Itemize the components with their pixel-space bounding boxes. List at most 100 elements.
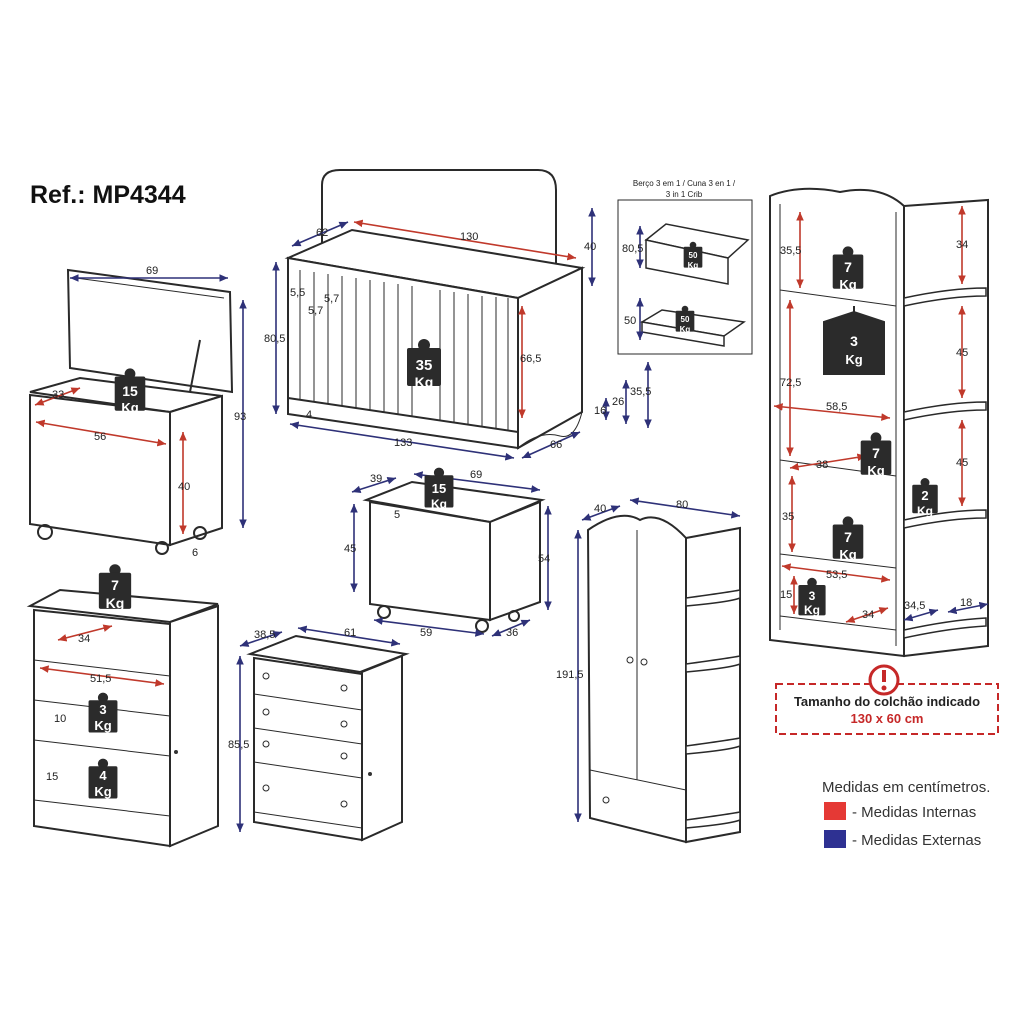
weight-icon-side-shelf: 2 Kg: [912, 478, 938, 518]
inset-subtitle: 3 in 1 Crib: [666, 190, 703, 199]
crib-slat-b: 5,7: [308, 305, 323, 317]
bookcase-dim-h2: 72,5: [780, 377, 801, 389]
inset-height-1: 80,5: [622, 243, 643, 255]
weight-icon-shelf-top: 7 Kg: [832, 246, 864, 292]
toy-chest-inner-depth: 33: [52, 389, 64, 401]
bookcase-dim-w3: 53,5: [826, 569, 847, 581]
bookcase-side-1: 34: [956, 239, 968, 251]
weight-icon-drawer: 3 Kg: [798, 577, 826, 617]
svg-text:7: 7: [844, 529, 852, 545]
dresser-bottom-height: 15: [46, 771, 58, 783]
svg-text:15: 15: [122, 383, 138, 399]
wardrobe-height: 191,5: [556, 669, 584, 681]
legend-internal: - Medidas Internas: [852, 804, 976, 821]
svg-text:Kg: Kg: [867, 463, 884, 478]
crib: 62 130 40 5,5 5,7 5,7 80,5 66,5 4 133 66…: [264, 169, 652, 461]
crib-depth: 62: [316, 227, 328, 239]
cart-inner-height: 45: [344, 543, 356, 555]
toy-chest-foot: 6: [192, 547, 198, 559]
crib-slat-a: 5,5: [290, 287, 305, 299]
svg-text:Kg: Kg: [839, 547, 856, 562]
crib-3in1-inset: Berço 3 em 1 / Cuna 3 en 1 / 3 in 1 Crib…: [617, 179, 753, 355]
bookcase-dim-d: 34: [862, 609, 874, 621]
weight-icon-shelf-low: 7 Kg: [832, 516, 864, 562]
crib-slat-c: 5,7: [324, 293, 339, 305]
crib-dim-c: 16: [594, 405, 606, 417]
toy-chest-width: 69: [146, 265, 158, 277]
weight-icon-toy-chest: 15 Kg: [114, 368, 146, 415]
bookcase-dim-w2: 38: [816, 459, 828, 471]
chest-depth: 38,5: [254, 629, 275, 641]
mattress-title: Tamanho do colchão indicado: [794, 694, 980, 709]
dresser-drawer-height: 10: [54, 713, 66, 725]
svg-text:Kg: Kg: [680, 325, 691, 334]
svg-text:Kg: Kg: [121, 400, 138, 415]
bookcase-dim-d2: 34,5: [904, 600, 925, 612]
warning-icon: [868, 664, 900, 696]
svg-text:50: 50: [681, 315, 690, 324]
tall-shelf-unit: 35,5 72,5 58,5 38 35 53,5 15 34 34,5 34 …: [769, 187, 989, 658]
chest-width: 61: [344, 627, 356, 639]
cart-height: 54: [538, 553, 550, 565]
inset-title: Berço 3 em 1 / Cuna 3 en 1 /: [633, 179, 736, 188]
toy-chest-inner-width: 56: [94, 431, 106, 443]
crib-side-depth: 66: [550, 439, 562, 451]
cart-inner-width: 59: [420, 627, 432, 639]
toy-chest-inner-height: 40: [178, 481, 190, 493]
cart-depth-2: 36: [506, 627, 518, 639]
bookcase-dim-w1: 58,5: [826, 401, 847, 413]
crib-inner-width: 130: [460, 231, 478, 243]
weight-icon-hanger: 3 Kg: [823, 306, 885, 375]
svg-text:Kg: Kg: [839, 277, 856, 292]
svg-text:Kg: Kg: [106, 595, 125, 611]
crib-top-height: 40: [584, 241, 596, 253]
toy-chest: 69 93 33 56 40 6 15 Kg: [29, 265, 247, 559]
weight-icon-inset-1: 50 Kg: [683, 241, 703, 270]
legend-external: - Medidas Externas: [852, 832, 981, 849]
weight-icon-dresser-drawer-2: 4 Kg: [88, 758, 118, 799]
svg-text:Kg: Kg: [94, 784, 111, 799]
crib-inner-height: 66,5: [520, 353, 541, 365]
bookcase-dim-h4: 15: [780, 589, 792, 601]
svg-text:3: 3: [809, 589, 816, 603]
svg-text:35: 35: [416, 357, 433, 374]
rolling-cart: 39 69 5 45 54 59 36 15 Kg: [344, 467, 552, 639]
svg-text:7: 7: [844, 259, 852, 275]
svg-text:Kg: Kg: [688, 261, 699, 270]
bookcase-side-4: 18: [960, 597, 972, 609]
crib-slats: [299, 270, 509, 430]
wardrobe-depth: 40: [594, 503, 606, 515]
legend-swatch-external: [824, 830, 846, 848]
svg-text:2: 2: [921, 488, 928, 503]
weight-icon-shelf-mid: 7 Kg: [860, 432, 892, 478]
chest-of-drawers: 38,5 61 85,5: [228, 625, 410, 842]
weight-icon-inset-2: 50 Kg: [675, 305, 695, 334]
svg-text:Kg: Kg: [415, 374, 434, 390]
svg-text:Kg: Kg: [804, 603, 820, 617]
reference-title: Ref.: MP4344: [30, 181, 186, 209]
dresser-depth: 34: [78, 633, 90, 645]
bookcase-side-3: 45: [956, 457, 968, 469]
svg-text:Kg: Kg: [431, 497, 447, 511]
crib-length: 133: [394, 437, 412, 449]
legend-title: Medidas em centímetros.: [822, 779, 990, 796]
weight-icon-dresser-top: 7 Kg: [98, 564, 132, 611]
weight-icon-crib: 35 Kg: [407, 339, 441, 390]
crib-dim-b: 26: [612, 396, 624, 408]
svg-text:Kg: Kg: [917, 504, 933, 518]
dresser-inner-width: 51,5: [90, 673, 111, 685]
svg-text:4: 4: [99, 768, 107, 783]
crib-dim-a: 35,5: [630, 386, 651, 398]
crib-gap: 4: [306, 409, 312, 421]
bookcase-dim-h1: 35,5: [780, 245, 801, 257]
inset-height-2: 50: [624, 315, 636, 327]
changing-dresser: 34 51,5 10 15 7 Kg 3 Kg 4 Kg: [26, 564, 219, 848]
wardrobe-width: 80: [676, 499, 688, 511]
svg-text:50: 50: [689, 251, 698, 260]
cart-width: 69: [470, 469, 482, 481]
legend: Medidas em centímetros. - Medidas Intern…: [822, 779, 990, 849]
mattress-size: 130 x 60 cm: [850, 711, 923, 726]
bookcase-side-2: 45: [956, 347, 968, 359]
chest-height: 85,5: [228, 739, 249, 751]
